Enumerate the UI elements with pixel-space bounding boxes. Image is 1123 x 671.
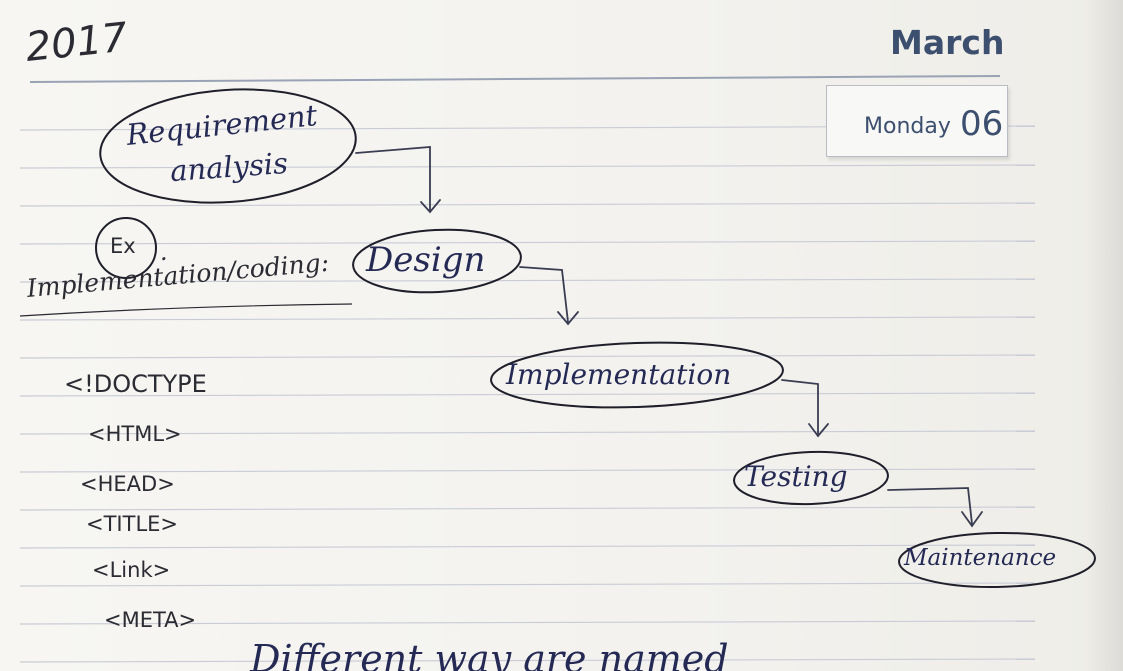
- ellipse-maintenance: [898, 531, 1096, 589]
- page-edge-shadow: [1085, 0, 1123, 671]
- ellipse-design: [352, 228, 522, 294]
- day-number: 06: [960, 104, 1004, 144]
- code-line-doctype: <!DOCTYPE: [64, 370, 207, 398]
- year-label: 2017: [23, 14, 130, 71]
- arrow-implementation-to-testing: [781, 379, 819, 435]
- ellipse-testing: [733, 450, 889, 506]
- step-testing-label: Testing: [744, 460, 848, 493]
- step-implementation-label: Implementation: [506, 358, 732, 391]
- ex-label: Ex: [110, 234, 136, 258]
- ellipse-implementation: [490, 341, 784, 409]
- code-line-title: <TITLE>: [86, 512, 179, 536]
- arrow-design-to-implementation: [519, 266, 569, 323]
- day-of-week: Monday: [864, 114, 951, 139]
- code-line-html: <HTML>: [88, 422, 182, 446]
- date-box: Monday 06: [826, 85, 1008, 157]
- ellipse-requirement-analysis: [99, 88, 357, 204]
- bottom-note: Different way are named: [250, 637, 729, 671]
- code-line-link: <Link>: [92, 558, 171, 582]
- ex-dot: .: [160, 238, 168, 266]
- ellipse-ex: [95, 217, 157, 279]
- month-label: March: [890, 23, 1005, 62]
- step-design-label: Design: [366, 240, 486, 280]
- step-maintenance-label: Maintenance: [904, 545, 1057, 571]
- code-line-meta: <META>: [104, 608, 197, 632]
- arrow-testing-to-maintenance: [887, 487, 973, 525]
- code-line-head: <HEAD>: [80, 472, 175, 496]
- arrow-requirement-to-design: [355, 146, 431, 211]
- flow-arrows: [355, 146, 983, 528]
